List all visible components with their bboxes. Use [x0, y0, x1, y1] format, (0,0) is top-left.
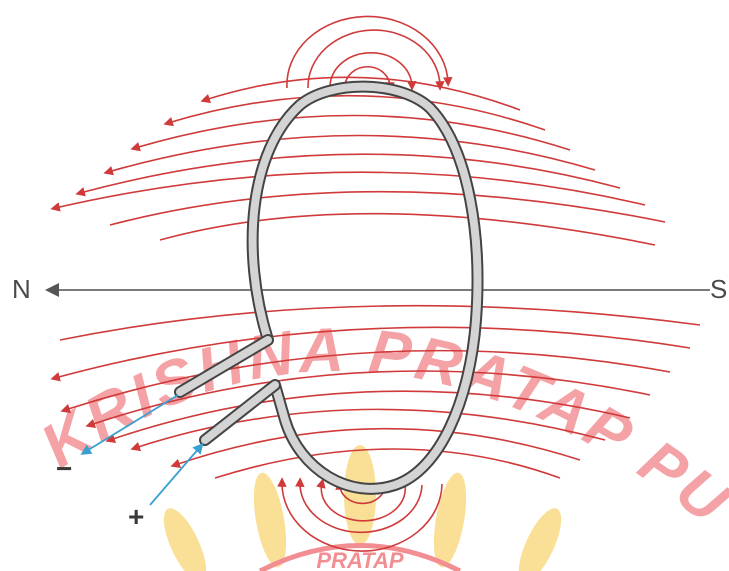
north-pole-label: N: [12, 274, 31, 304]
south-pole-label: S: [710, 274, 727, 304]
positive-lead: [150, 447, 200, 505]
positive-terminal-label: +: [128, 501, 144, 532]
negative-terminal-label: −: [56, 453, 72, 484]
upper-field-lines: [55, 77, 665, 245]
watermark-seal: PRATAP: [155, 445, 569, 571]
